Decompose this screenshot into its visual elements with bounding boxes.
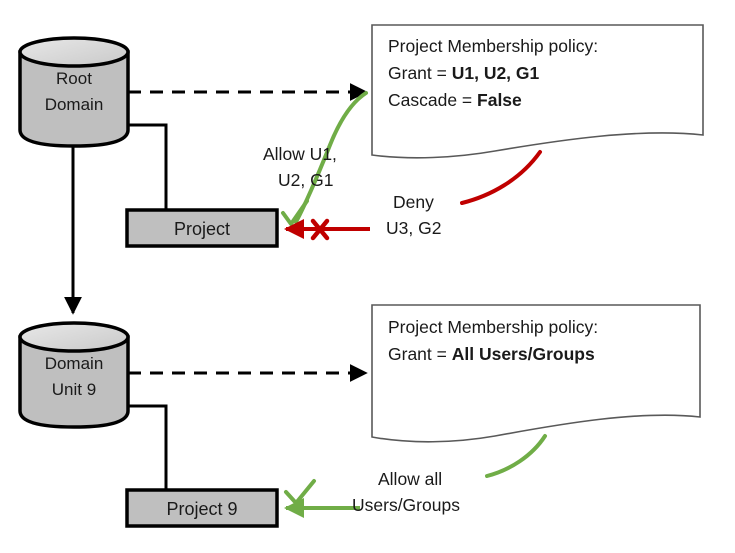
annotation-allow-top: Allow U1, U2, G1 <box>263 144 337 190</box>
annotation-allow-bottom: Allow all Users/Groups <box>352 469 460 515</box>
root-domain-label-line2: Domain <box>45 95 104 114</box>
domain-unit-9-label-line2: Unit 9 <box>52 380 96 399</box>
policy-top-title: Project Membership policy: <box>388 36 598 56</box>
policy-document-top[interactable]: Project Membership policy: Grant = U1, U… <box>371 24 704 159</box>
policy-top-row-1: Cascade = False <box>388 90 522 110</box>
domain-unit-9-label-line1: Domain <box>45 354 104 373</box>
policy-top-row-0: Grant = U1, U2, G1 <box>388 63 540 83</box>
policy-bottom-title: Project Membership policy: <box>388 317 598 337</box>
root-domain-label-line1: Root <box>56 69 92 88</box>
connector-domainunit9-to-project9 <box>128 404 168 491</box>
annotation-allow-top-line1: Allow U1, <box>263 144 337 164</box>
allow-check-icon-bottom <box>284 479 316 505</box>
node-root-domain[interactable]: Root Domain <box>18 36 130 148</box>
annotation-deny-top: Deny U3, G2 <box>386 192 441 238</box>
annotation-allow-top-line2: U2, G1 <box>278 170 333 190</box>
policy-top-row-1-key: Cascade = <box>388 90 477 110</box>
deny-curve-top <box>460 150 542 205</box>
annotation-deny-top-line2: U3, G2 <box>386 218 441 238</box>
allow-check-icon-top <box>281 199 309 226</box>
policy-top-row-1-value: False <box>477 90 522 110</box>
annotation-allow-bottom-line2: Users/Groups <box>352 495 460 515</box>
policy-bottom-row-0: Grant = All Users/Groups <box>388 344 595 364</box>
policy-document-bottom[interactable]: Project Membership policy: Grant = All U… <box>371 304 701 443</box>
project-9-label: Project 9 <box>166 499 237 519</box>
node-project[interactable]: Project <box>125 208 279 248</box>
policy-top-row-0-key: Grant = <box>388 63 452 83</box>
connector-root-to-project <box>128 123 168 211</box>
deny-x-icon <box>310 218 330 241</box>
node-project-9[interactable]: Project 9 <box>125 488 279 528</box>
policy-bottom-row-0-value: All Users/Groups <box>452 344 595 364</box>
allow-curve-bottom <box>485 434 547 478</box>
project-label: Project <box>174 219 230 239</box>
policy-top-row-0-value: U1, U2, G1 <box>452 63 540 83</box>
policy-bottom-row-0-key: Grant = <box>388 344 452 364</box>
annotation-deny-top-line1: Deny <box>393 192 434 212</box>
annotation-allow-bottom-line1: Allow all <box>378 469 442 489</box>
node-domain-unit-9[interactable]: Domain Unit 9 <box>18 321 130 429</box>
